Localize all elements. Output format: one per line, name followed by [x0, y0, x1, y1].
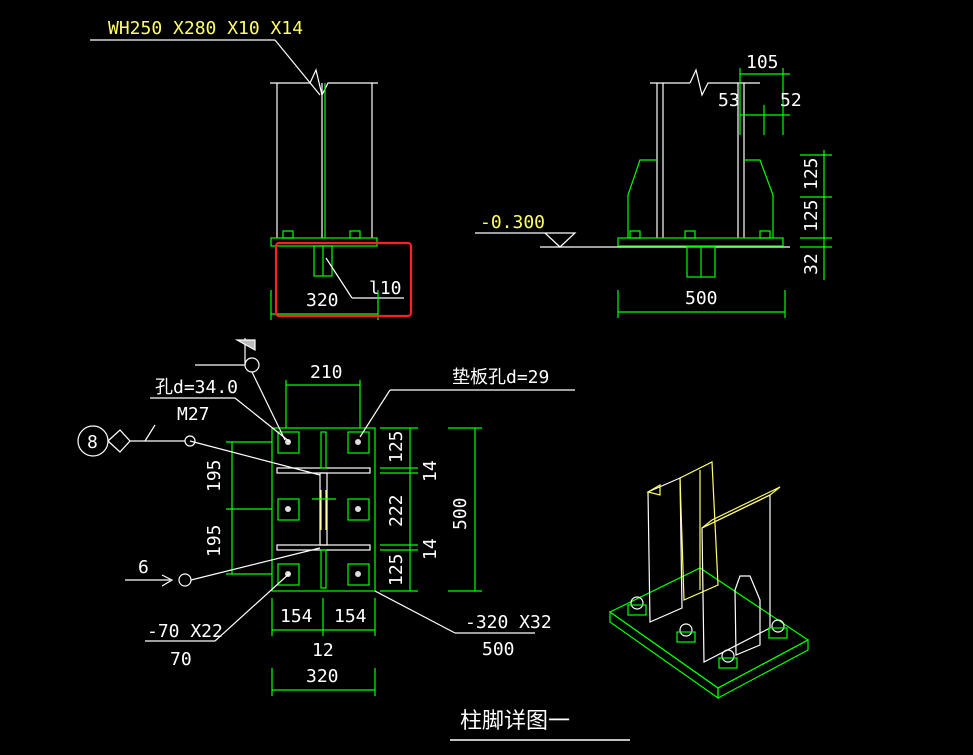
- dim-12: 12: [312, 640, 334, 661]
- dim-105: 105: [746, 52, 779, 73]
- rib-note-bottom: 70: [170, 649, 192, 670]
- leader-note-l10: l10: [369, 278, 402, 299]
- dim-500-top: 500: [685, 288, 718, 309]
- plan-view: 210 195 195 125 14 222 14 125 500 154 15…: [77, 338, 575, 696]
- dim-53: 53: [718, 90, 740, 111]
- plate-note-top: -320 X32: [465, 612, 552, 633]
- highlight-box: [274, 241, 413, 318]
- dim-320-top: 320: [306, 290, 339, 311]
- dim-195-upper: 195: [204, 459, 225, 492]
- elevation-view-right: -0.300 105 53 52 125 125 3: [475, 52, 832, 318]
- dim-222: 222: [386, 494, 407, 527]
- section-label: WH250 X280 X10 X14: [108, 18, 303, 39]
- title-block: 柱脚详图一: [450, 709, 630, 741]
- dim-320-plan: 320: [306, 666, 339, 687]
- washer-hole-note: 垫板孔d=29: [452, 367, 549, 388]
- dim-154-right: 154: [334, 606, 367, 627]
- dim-14-upper: 14: [420, 460, 441, 482]
- weld-size: 6: [138, 557, 149, 578]
- dim-125-plan-upper: 125: [386, 430, 407, 463]
- dim-125-plan-lower: 125: [386, 553, 407, 586]
- axis-label: 8: [87, 432, 98, 453]
- dim-500-plan: 500: [450, 497, 471, 530]
- drawing-title: 柱脚详图一: [460, 709, 570, 734]
- dim-52: 52: [780, 90, 802, 111]
- elevation-view-left: WH250 X280 X10 X14 l10 320: [90, 18, 413, 320]
- elevation-value: -0.300: [480, 212, 545, 233]
- dim-125-upper: 125: [801, 157, 822, 190]
- rib-note-top: -70 X22: [147, 621, 223, 642]
- plate-note-bottom: 500: [482, 639, 515, 660]
- dim-195-lower: 195: [204, 524, 225, 557]
- bolt-size: M27: [177, 404, 210, 425]
- dim-154-left: 154: [280, 606, 313, 627]
- isometric-view: [608, 461, 810, 700]
- hole-note: 孔d=34.0: [155, 377, 238, 398]
- dim-32: 32: [801, 253, 822, 275]
- dim-210: 210: [310, 362, 343, 383]
- dim-14-lower: 14: [420, 538, 441, 560]
- dim-125-lower: 125: [801, 199, 822, 232]
